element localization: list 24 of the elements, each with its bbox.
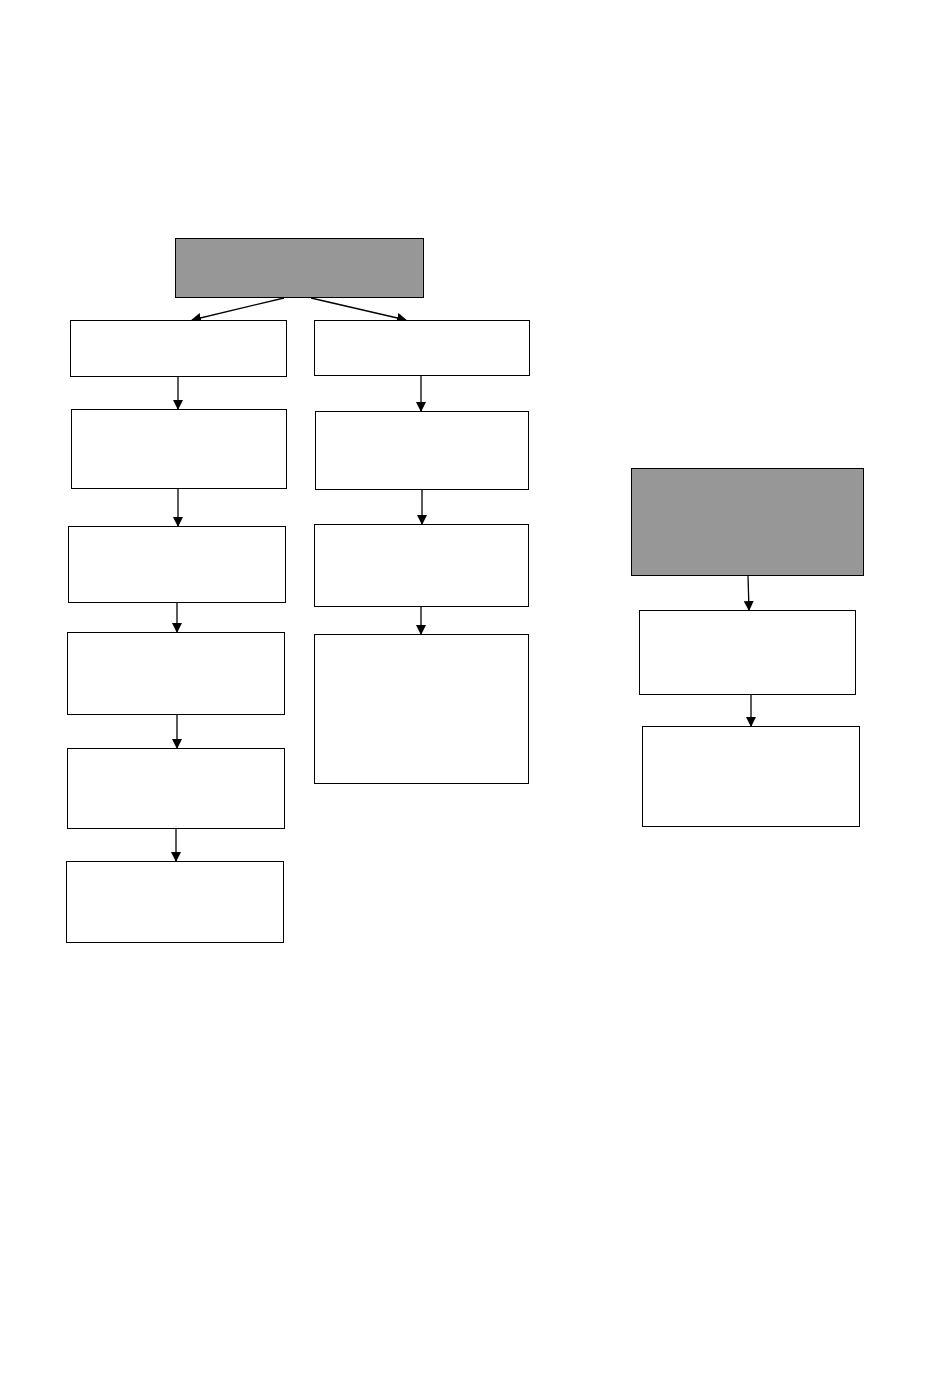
process-box bbox=[314, 634, 529, 784]
arrow bbox=[417, 489, 427, 525]
shaded-box bbox=[631, 468, 864, 576]
arrow bbox=[171, 828, 181, 862]
arrow bbox=[743, 575, 754, 611]
process-box bbox=[642, 726, 860, 827]
process-box bbox=[70, 320, 287, 377]
arrow bbox=[416, 606, 426, 635]
process-box bbox=[71, 409, 287, 489]
process-box bbox=[68, 526, 286, 603]
arrow bbox=[172, 602, 182, 633]
shaded-box bbox=[175, 238, 424, 298]
process-box bbox=[639, 610, 856, 695]
arrow bbox=[416, 375, 426, 412]
process-box bbox=[314, 524, 529, 607]
process-box bbox=[67, 632, 285, 715]
arrow bbox=[173, 488, 183, 527]
process-box bbox=[67, 748, 285, 829]
arrow bbox=[172, 714, 182, 749]
arrow bbox=[173, 376, 183, 410]
arrow bbox=[746, 694, 756, 727]
process-box bbox=[315, 411, 529, 490]
process-box bbox=[314, 320, 530, 376]
process-box bbox=[66, 861, 284, 943]
